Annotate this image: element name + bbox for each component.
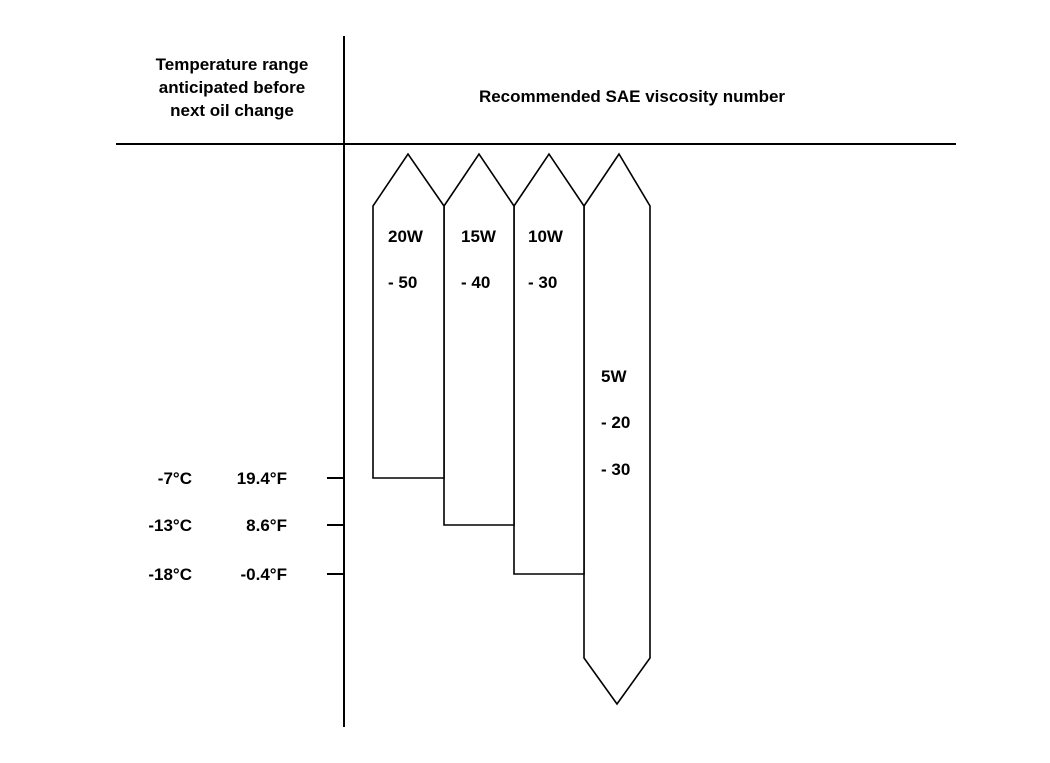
header-line-2: anticipated before xyxy=(159,78,305,97)
temperature-row: -7°C 19.4°F xyxy=(158,469,344,488)
temperature-range-header: Temperature range anticipated before nex… xyxy=(156,55,309,120)
svg-text:- 30: - 30 xyxy=(528,273,557,292)
fahrenheit-label: 19.4°F xyxy=(237,469,287,488)
grade-arrow-10w xyxy=(513,152,585,575)
temperature-row: -18°C -0.4°F xyxy=(148,565,344,584)
celsius-label: -7°C xyxy=(158,469,192,488)
grade-arrow-5w xyxy=(583,152,651,706)
grade-arrow-15w xyxy=(443,152,515,526)
svg-text:- 30: - 30 xyxy=(601,460,630,479)
grade-arrow-20w xyxy=(372,152,445,479)
svg-text:5W: 5W xyxy=(601,367,627,386)
fahrenheit-label: -0.4°F xyxy=(241,565,287,584)
svg-text:- 20: - 20 xyxy=(601,413,630,432)
grade-label-5w: 5W - 20 - 30 xyxy=(601,367,630,479)
celsius-label: -13°C xyxy=(148,516,192,535)
viscosity-header: Recommended SAE viscosity number xyxy=(479,87,785,106)
header-line-1: Temperature range xyxy=(156,55,309,74)
celsius-label: -18°C xyxy=(148,565,192,584)
fahrenheit-label: 8.6°F xyxy=(246,516,287,535)
svg-text:- 40: - 40 xyxy=(461,273,490,292)
temperature-row: -13°C 8.6°F xyxy=(148,516,344,535)
grade-label-20w: 20W - 50 xyxy=(388,227,424,292)
grade-label-10w: 10W - 30 xyxy=(528,227,564,292)
grade-label-15w: 15W - 40 xyxy=(461,227,497,292)
header-line-3: next oil change xyxy=(170,101,294,120)
svg-text:10W: 10W xyxy=(528,227,564,246)
svg-text:20W: 20W xyxy=(388,227,424,246)
svg-text:15W: 15W xyxy=(461,227,497,246)
svg-text:- 50: - 50 xyxy=(388,273,417,292)
